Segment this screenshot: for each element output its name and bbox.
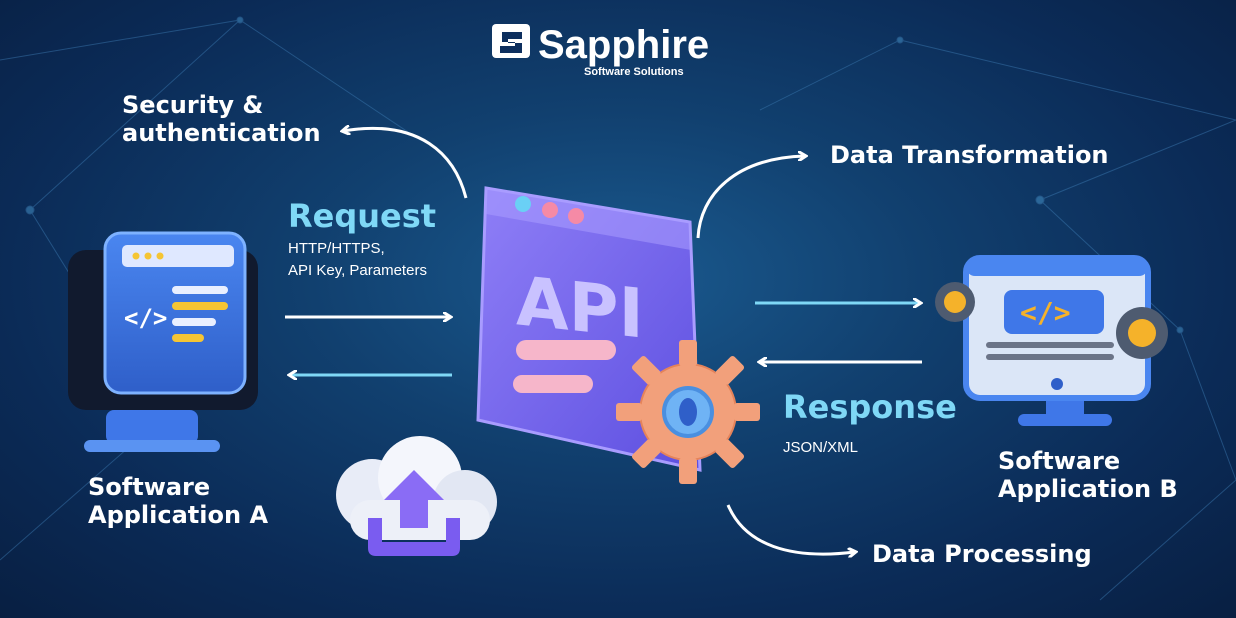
network-background [0,16,1236,601]
arrow-to-data-processing [726,504,855,554]
cloud-upload-icon [336,436,497,556]
data-transformation-label: Data Transformation [830,141,1109,169]
arrow-to-data-transformation [696,156,805,239]
svg-text:API: API [516,262,644,354]
sapphire-logo-icon [492,24,530,58]
svg-text:</>: </> [1020,296,1071,329]
app-b-label: Software Application B [998,447,1178,503]
api-gear-icon [616,340,760,484]
arrow-to-security [343,128,468,199]
app-a-label: Software Application A [88,473,269,529]
monitor-b-icon: </> [935,255,1168,426]
response-title: Response [783,388,957,426]
data-processing-label: Data Processing [872,540,1092,568]
security-label: Security & authentication [122,91,321,147]
response-format: JSON/XML [783,439,859,456]
brand-tagline: Software Solutions [584,66,684,78]
request-title: Request [288,197,437,235]
brand-name: Sapphire [538,23,710,67]
monitor-a-icon: </> [68,231,258,452]
request-details: HTTP/HTTPS, API Key, Parameters [288,240,427,279]
svg-text:</>: </> [124,304,167,332]
